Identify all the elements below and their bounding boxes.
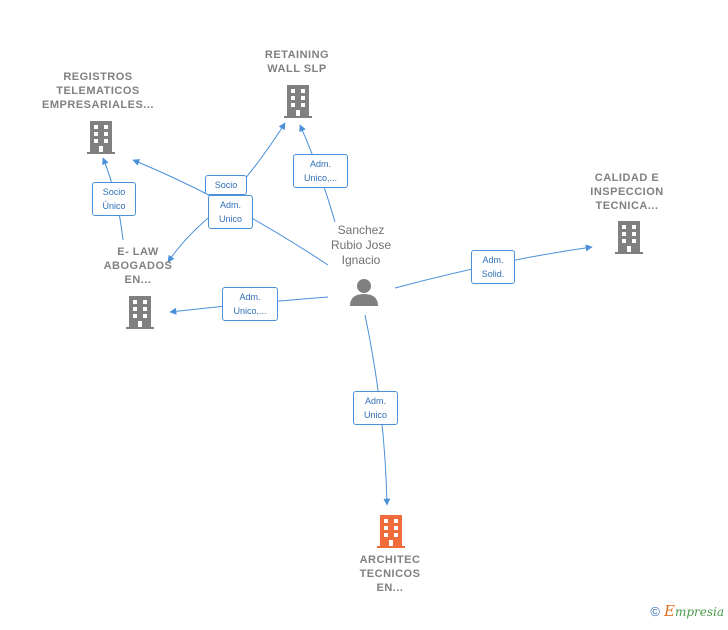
retaining-label[interactable]: RETAINING WALL SLP <box>264 49 330 75</box>
edge-label-socio: Socio <box>205 175 247 195</box>
copyright-icon: © <box>650 603 660 619</box>
edge-label-adm-unico-elaw: Adm. Unico,... <box>222 287 278 321</box>
calidad-label[interactable]: CALIDAD E INSPECCION TECNICA... <box>590 172 664 212</box>
architec-label[interactable]: ARCHITEC TECNICOS EN... <box>359 554 421 594</box>
elaw-building-icon[interactable] <box>126 296 154 329</box>
retaining-building-icon[interactable] <box>284 85 312 118</box>
architec-building-icon[interactable] <box>377 515 405 548</box>
empresia-footer[interactable]: © Empresia <box>650 602 724 620</box>
empresia-logo: Empresia <box>663 602 724 620</box>
registros-building-icon[interactable] <box>87 121 115 154</box>
elaw-label[interactable]: E- LAW ABOGADOS EN... <box>103 246 173 286</box>
edge-socio-retaining <box>239 122 286 186</box>
person-label[interactable]: Sanchez Rubio Jose Ignacio <box>330 223 392 267</box>
edge-label-adm-unico-architec: Adm. Unico <box>353 391 398 425</box>
edge-label-adm-unico-retaining: Adm. Unico,... <box>293 154 348 188</box>
person-icon[interactable] <box>350 279 378 306</box>
edge-label-socio-unico: Socio Único <box>92 182 136 216</box>
edge-label-adm-solid: Adm. Solid. <box>471 250 515 284</box>
calidad-building-icon[interactable] <box>615 221 643 254</box>
edge-label-adm-unico-registros: Adm. Unico <box>208 195 253 229</box>
registros-label[interactable]: REGISTROS TELEMATICOS EMPRESARIALES... <box>42 71 154 111</box>
